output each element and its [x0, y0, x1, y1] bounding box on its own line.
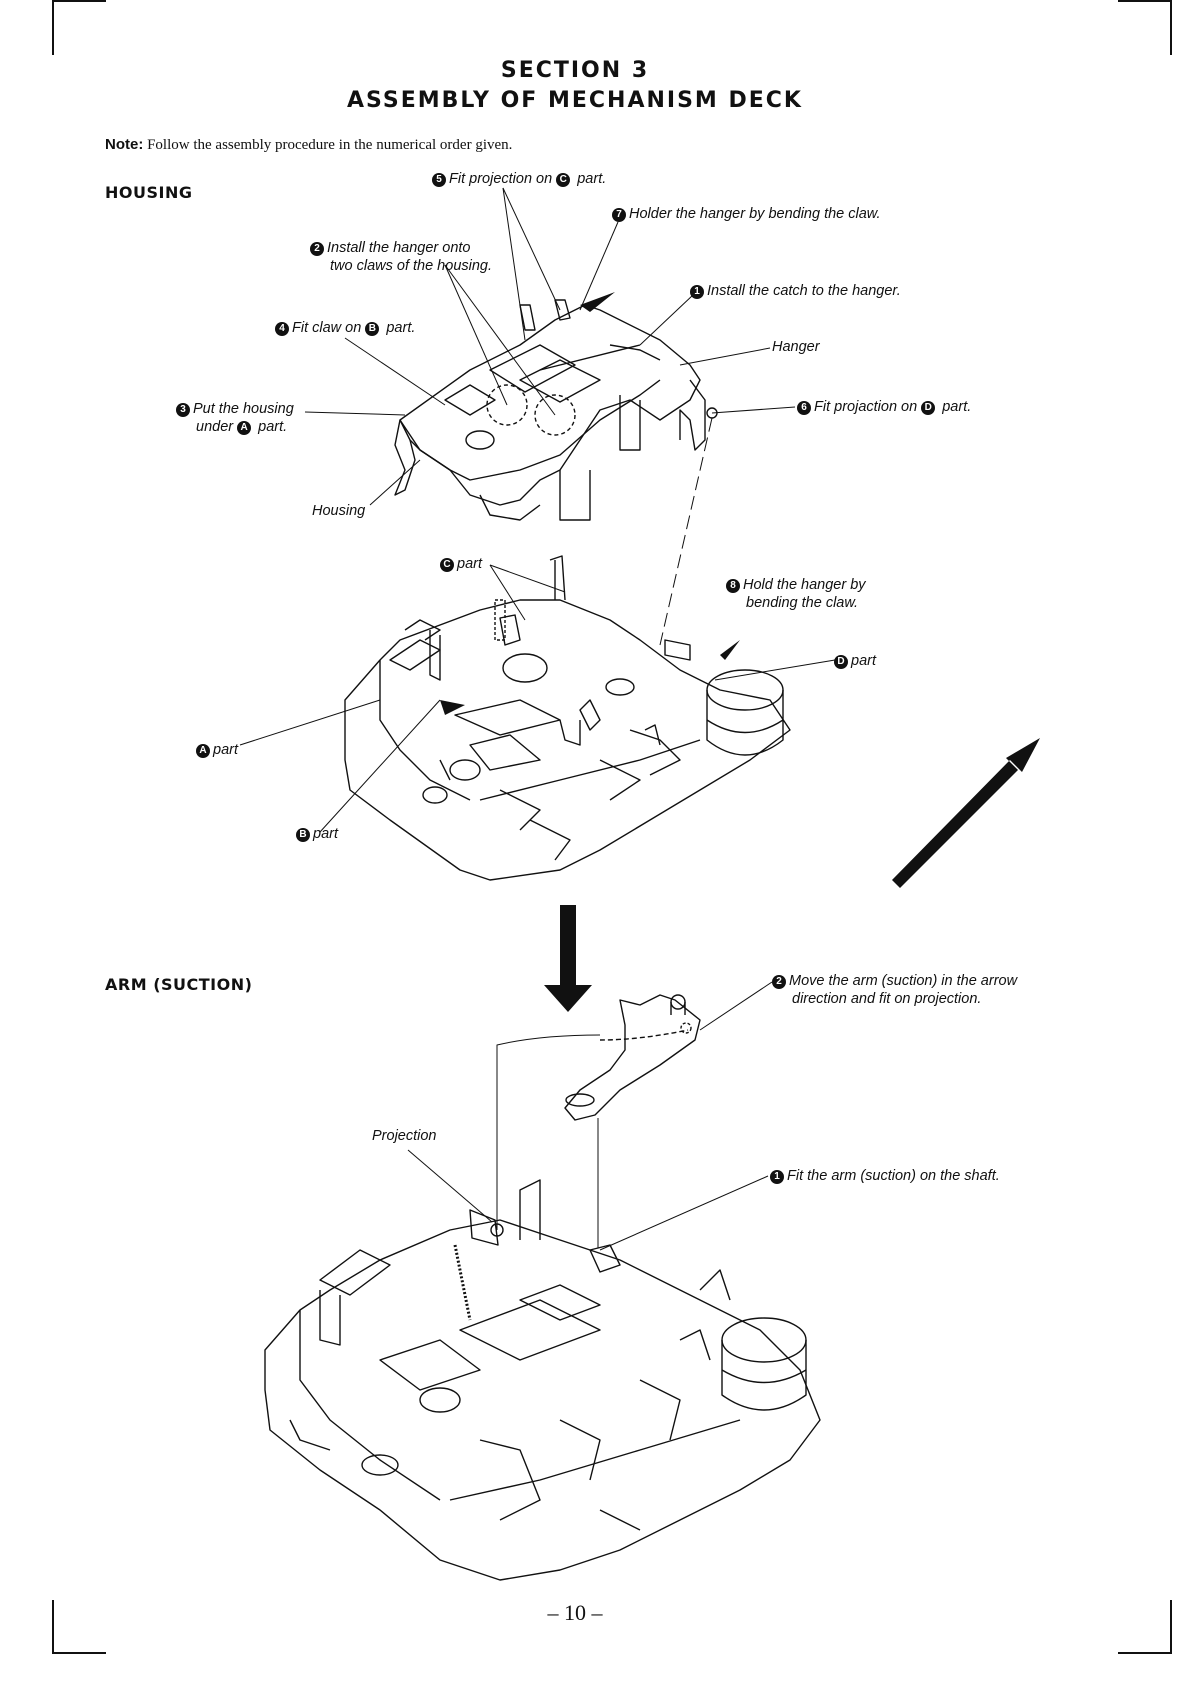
mechanism-deck-upper	[344, 555, 791, 881]
crop-mark-tr-v	[1170, 0, 1172, 55]
part-ref-badge: C	[556, 173, 571, 187]
step-text: Move the arm (suction) in the arrow	[789, 973, 1018, 989]
arm-suction-part	[564, 994, 701, 1121]
step-number-badge: 2	[310, 242, 324, 256]
part-text: part	[457, 556, 482, 572]
note-text: Follow the assembly procedure in the num…	[143, 137, 513, 153]
leader-lines-arm	[407, 981, 773, 1251]
crop-mark-br-h	[1118, 1652, 1172, 1654]
part-ref-badge: D	[921, 401, 936, 415]
crop-mark-tl-v	[52, 0, 54, 55]
note-label: Note:	[105, 136, 144, 153]
step-number-badge: 4	[275, 322, 289, 336]
claw-arrow-icon	[580, 292, 615, 312]
step-number-badge: 1	[770, 1170, 784, 1184]
section-number: SECTION 3	[500, 58, 650, 83]
mechanism-deck-lower	[264, 1179, 821, 1581]
arm-suction-heading: ARM (SUCTION)	[105, 975, 253, 994]
projection-label: Projection	[372, 1128, 437, 1144]
crop-mark-tl-h	[52, 0, 106, 2]
step-text: Fit projaction on	[814, 399, 922, 415]
step-text: under	[196, 419, 238, 435]
part-ref-badge: B	[296, 828, 310, 842]
step-text: Put the housing	[193, 401, 294, 417]
part-ref-badge: C	[440, 558, 454, 572]
step-number-badge: 3	[176, 403, 190, 417]
crop-mark-bl-h	[52, 1652, 106, 1654]
crop-mark-bl-v	[52, 1600, 54, 1654]
down-arrow-icon	[544, 905, 592, 1012]
step-text: Hold the hanger by	[743, 577, 866, 593]
hanger-housing-part	[394, 299, 718, 521]
part-text: part	[313, 826, 338, 842]
part-ref-badge: B	[365, 322, 380, 336]
step-text: bending the claw.	[746, 595, 859, 611]
step-text: Fit projection on	[449, 171, 557, 187]
step-text: two claws of the housing.	[330, 258, 493, 274]
step-number-badge: 1	[690, 285, 704, 299]
step-text: direction and fit on projection.	[792, 991, 982, 1007]
step-number-badge: 6	[797, 401, 811, 415]
diagonal-arrow-icon	[892, 738, 1040, 888]
crop-mark-tr-h	[1118, 0, 1172, 2]
part-text: part	[851, 653, 876, 669]
step-text: part.	[573, 171, 607, 187]
b-part-arrow-icon	[440, 700, 465, 715]
step-text: part.	[254, 419, 288, 435]
page-title: ASSEMBLY OF MECHANISM DECK	[347, 88, 803, 113]
crop-mark-br-v	[1170, 1600, 1172, 1654]
step-text: part.	[382, 320, 416, 336]
part-ref-badge: A	[196, 744, 210, 758]
step-number-badge: 2	[772, 975, 786, 989]
housing-label: Housing	[312, 503, 366, 519]
step-text: part.	[938, 399, 972, 415]
claw-arrow-icon-2	[720, 640, 740, 660]
direction-arrows	[440, 292, 1040, 1012]
step-text: Fit the arm (suction) on the shaft.	[787, 1168, 1000, 1184]
step-number-badge: 5	[432, 173, 446, 187]
assembly-note: Note: Follow the assembly procedure in t…	[105, 136, 512, 154]
page-number: – 10 –	[547, 1600, 603, 1625]
hanger-label: Hanger	[772, 339, 820, 355]
housing-heading: HOUSING	[105, 183, 193, 202]
part-text: part	[213, 742, 238, 758]
step-text: Fit claw on	[292, 320, 366, 336]
part-ref-badge: A	[237, 421, 252, 435]
step-text: Install the catch to the hanger.	[707, 283, 901, 299]
part-ref-badge: D	[834, 655, 848, 669]
step-text: Holder the hanger by bending the claw.	[629, 206, 881, 222]
leader-lines-housing	[239, 187, 836, 833]
step-text: Install the hanger onto	[327, 240, 471, 256]
step-number-badge: 8	[726, 579, 740, 593]
step-number-badge: 7	[612, 208, 626, 222]
